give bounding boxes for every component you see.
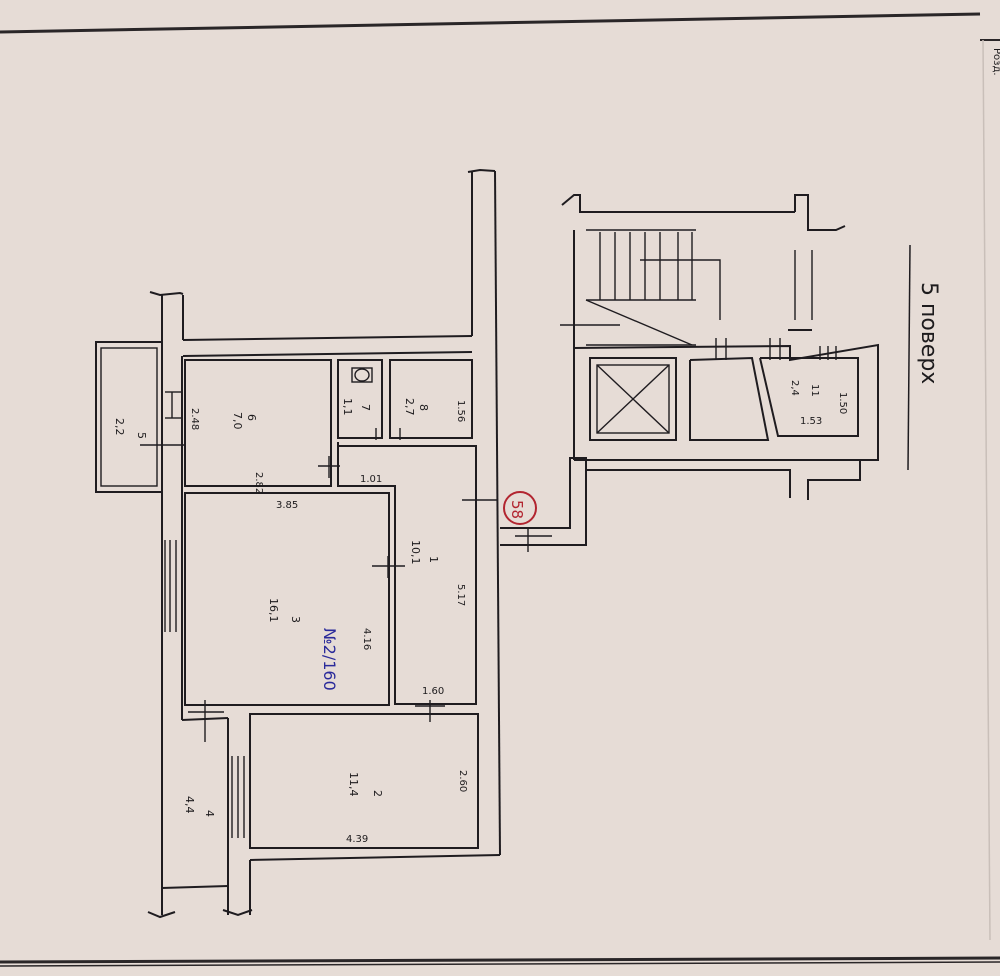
room-6-length: 2.48 bbox=[189, 408, 200, 430]
room-7-area: 1,1 bbox=[341, 398, 354, 416]
room-11-area: 2,4 bbox=[789, 380, 800, 396]
room-11-length: 1.50 bbox=[837, 392, 848, 414]
stairwell bbox=[560, 194, 846, 440]
room-3 bbox=[164, 492, 390, 742]
room-2-label: 2 bbox=[371, 790, 384, 797]
room-labels: 6 7,0 2.48 2.82 5 2,2 7 1,1 8 2,7 1.56 1… bbox=[113, 380, 848, 845]
room-3-label: 3 bbox=[289, 616, 302, 623]
room-2 bbox=[231, 700, 479, 849]
dimension-label-corridor-end: 1.60 bbox=[422, 686, 444, 697]
room-3-width: 3.85 bbox=[276, 500, 298, 511]
room-8-width: 1.56 bbox=[455, 400, 466, 422]
room-11-outline bbox=[759, 357, 859, 437]
floor-label-underline bbox=[907, 244, 911, 471]
elevator-shaft bbox=[589, 357, 677, 441]
room-5-area: 2,2 bbox=[113, 418, 126, 436]
room-11-label: 11 bbox=[809, 384, 820, 397]
room-5-label: 5 bbox=[135, 432, 148, 439]
room-1-label: 1 bbox=[427, 556, 440, 563]
room-3-length: 4.16 bbox=[361, 628, 372, 650]
sheet-frame: Розд. bbox=[0, 12, 1000, 967]
room-4-area: 4,4 bbox=[183, 796, 196, 814]
room-1-area: 10,1 bbox=[409, 540, 422, 565]
room-7 bbox=[337, 359, 383, 440]
room-2-area: 11,4 bbox=[347, 772, 360, 797]
room-3-area: 16,1 bbox=[267, 598, 280, 623]
apartment-walls bbox=[147, 168, 501, 919]
apartment-number-circle bbox=[503, 491, 537, 525]
room-4-label: 4 bbox=[203, 810, 216, 817]
room-1-length: 5.17 bbox=[455, 584, 466, 606]
dimension-label-corridor-width: 1.01 bbox=[360, 474, 382, 485]
room-2-width: 2.60 bbox=[457, 770, 468, 792]
floor-label: 5 поверх bbox=[916, 282, 941, 384]
room-8-label: 8 bbox=[417, 404, 430, 411]
room-6 bbox=[165, 359, 340, 487]
room-6-label: 6 bbox=[245, 414, 258, 421]
landing-block bbox=[573, 338, 879, 500]
apartment-number: 58 bbox=[508, 500, 526, 519]
apartment-mark: №2/160 bbox=[320, 628, 339, 691]
room-8-area: 2,7 bbox=[403, 398, 416, 416]
room-6-area: 7,0 bbox=[231, 412, 244, 430]
edge-label: Розд. bbox=[991, 48, 1000, 76]
entry-door bbox=[500, 457, 587, 552]
room-7-label: 7 bbox=[359, 404, 372, 411]
room-8 bbox=[389, 359, 473, 440]
room-2-length: 4.39 bbox=[346, 834, 368, 845]
room-11-width: 1.53 bbox=[800, 416, 822, 427]
room-6-width: 2.82 bbox=[253, 472, 264, 494]
